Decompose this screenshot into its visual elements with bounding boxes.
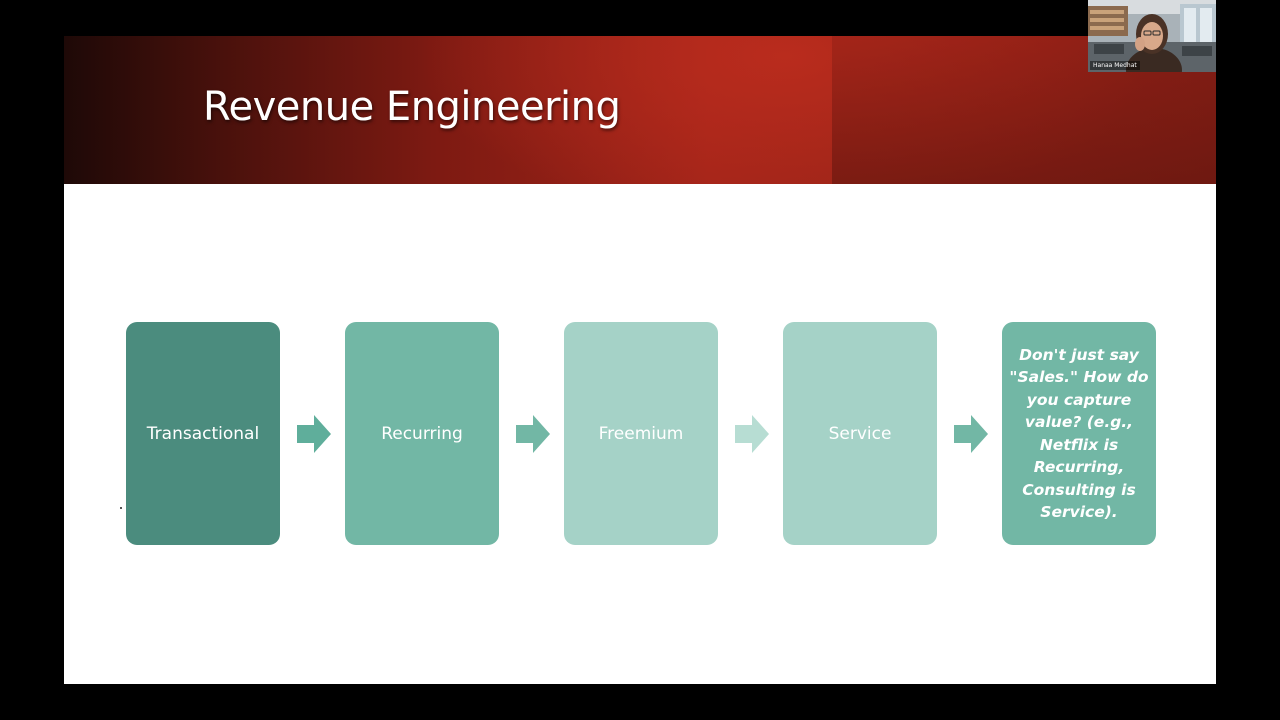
step-box-transactional: Transactional xyxy=(126,322,280,545)
step-label: Transactional xyxy=(146,423,260,444)
participant-name-label: Hanaa Medhat xyxy=(1090,61,1140,70)
arrow-right-icon xyxy=(735,415,769,453)
arrow-right-icon xyxy=(954,415,988,453)
slide-title: Revenue Engineering xyxy=(203,84,621,130)
slide-header-band: Revenue Engineering xyxy=(64,36,1216,184)
process-arrow-icon xyxy=(516,415,550,453)
step-box-service: Service xyxy=(783,322,937,545)
note-text: Don't just say "Sales." How do you captu… xyxy=(1009,345,1149,522)
arrow-right-icon xyxy=(516,415,550,453)
presentation-slide: Revenue Engineering Transactional Recurr… xyxy=(64,36,1216,684)
process-arrow-icon xyxy=(297,415,331,453)
participant-video-tile[interactable]: Hanaa Medhat xyxy=(1088,0,1216,72)
step-box-recurring: Recurring xyxy=(345,322,499,545)
note-box: Don't just say "Sales." How do you captu… xyxy=(1002,322,1156,545)
step-label: Freemium xyxy=(598,423,684,444)
process-arrow-icon xyxy=(954,415,988,453)
arrow-right-icon xyxy=(297,415,331,453)
step-label: Recurring xyxy=(381,423,463,444)
process-arrow-icon xyxy=(735,415,769,453)
step-box-freemium: Freemium xyxy=(564,322,718,545)
step-label: Service xyxy=(828,423,892,444)
stray-dot xyxy=(120,507,122,509)
webcam-feed-image xyxy=(1088,0,1216,72)
